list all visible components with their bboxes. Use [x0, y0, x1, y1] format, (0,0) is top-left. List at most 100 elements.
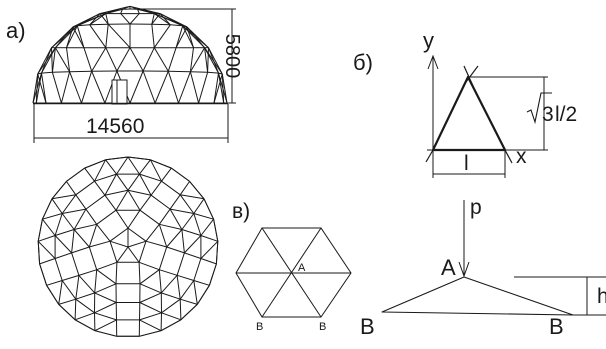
dome-plan-strut: [127, 156, 151, 161]
truss-h-dimension: [514, 276, 606, 316]
dome-plan-strut: [115, 209, 129, 229]
dome-plan-strut: [158, 269, 162, 293]
dome-plan-strut: [170, 208, 194, 214]
dome-elevation-strut: [72, 26, 85, 48]
dome-elevation-strut: [66, 26, 74, 48]
dome-elevation: а) 14560 5800: [6, 5, 243, 143]
dome-plan-strut: [139, 312, 162, 321]
triangle-height-dimension: [468, 76, 548, 151]
dome-plan-strut: [39, 258, 56, 265]
dome-plan-strut: [213, 219, 219, 242]
dome-elevation-strut: [89, 24, 107, 48]
dome-elevation-strut: [83, 47, 93, 72]
dome-plan-strut: [71, 252, 80, 276]
dome-plan-strut: [105, 159, 117, 175]
dome-elevation-strut: [154, 71, 169, 104]
sqrt-sign: [526, 92, 552, 125]
dome-elevation-strut: [120, 9, 123, 14]
dome-elevation-strut: [55, 25, 78, 49]
dome-plan-strut: [54, 213, 63, 236]
dome-plan-strut: [127, 190, 141, 211]
dome-elevation-strut: [51, 72, 62, 104]
dome-elevation-strut: [105, 47, 118, 72]
dome-elevation-strut: [89, 23, 109, 26]
dome-plan-strut: [200, 240, 219, 259]
dome-plan-strut: [41, 198, 53, 220]
dome-plan-strut: [116, 246, 129, 263]
dome-plan-strut: [203, 198, 215, 220]
dome-elevation-strut: [151, 13, 155, 25]
part-v-label: в): [232, 200, 250, 223]
dome-plan-strut: [75, 298, 95, 314]
dome-plan-strut: [94, 302, 117, 314]
dome-plan-strut: [189, 181, 205, 200]
dome-elevation-strut: [142, 70, 156, 104]
dome-elevation-strut: [81, 71, 93, 104]
dome-plan-strut: [139, 319, 162, 332]
dome-plan-strut: [42, 218, 56, 236]
dome-plan-strut: [54, 252, 72, 259]
dome-elevation-strut: [76, 25, 85, 48]
dome-elevation-strut: [60, 71, 71, 104]
x-axis-label: x: [516, 145, 527, 168]
dome-plan-strut: [46, 280, 63, 286]
hexagon-element: в) A B B: [232, 200, 352, 333]
dome-elevation-strut: [204, 47, 223, 75]
truss-apex-label: A: [441, 255, 456, 280]
dome-plan-strut: [139, 292, 162, 303]
dome-plan-strut: [158, 246, 168, 270]
dome-plan-strut: [181, 229, 202, 236]
dome-elevation-strut: [89, 13, 107, 26]
triangle-element: б) y x 3 l/2 l: [353, 28, 577, 178]
dome-plan-strut: [161, 180, 181, 196]
dome-elevation-strut: [175, 25, 184, 48]
dome-plan-strut: [94, 283, 117, 294]
dome-elevation-strut: [35, 73, 39, 104]
triangle-height-sqrt-arg: 3: [542, 103, 554, 126]
dome-elevation-strut: [99, 13, 109, 25]
dome-plan-strut: [39, 263, 48, 286]
dome-plan-strut: [46, 285, 60, 305]
dome-plan-strut: [169, 194, 181, 210]
dome-plan-strut: [75, 194, 87, 210]
dome-plan-strut: [160, 319, 182, 332]
dome-elevation-strut: [189, 47, 194, 72]
dome-elevation-strut: [142, 47, 155, 72]
dome-plan-strut: [88, 224, 98, 248]
dome-elevation-strut: [207, 47, 209, 73]
dome-plan-strut: [74, 312, 95, 321]
dome-elevation-strut: [105, 13, 109, 25]
dome-plan-strut: [161, 298, 181, 314]
dome-plan-strut: [71, 229, 75, 253]
dome-elevation-strut: [208, 47, 223, 75]
dome-elevation-strut: [41, 71, 53, 74]
dome-plan-strut: [85, 194, 106, 210]
dome-plan-strut: [74, 299, 77, 320]
dome-elevation-strut: [105, 24, 109, 48]
dome-plan-strut: [94, 312, 117, 321]
dome-elevation-strut: [170, 24, 183, 27]
dome-elevation-strut: [105, 8, 123, 15]
dome-plan-strut: [193, 280, 210, 286]
dome-elevation-strut: [54, 47, 71, 72]
dome-elevation-strut: [37, 47, 52, 75]
dome-elevation-strut: [153, 47, 169, 72]
dome-plan-strut: [139, 173, 152, 196]
dome-plan-strut: [160, 274, 178, 294]
dome-plan-strut: [88, 246, 98, 270]
dome-elevation-strut: [189, 71, 200, 104]
dome-elevation-mesh: [32, 5, 228, 104]
width-dimension: [33, 104, 229, 143]
part-a-label: а): [6, 18, 26, 43]
dome-plan-strut: [73, 223, 97, 230]
triangle-base-label: l: [464, 152, 469, 175]
dome-elevation-strut: [104, 70, 118, 104]
dome-elevation-strut: [137, 9, 140, 14]
dome-elevation-strut: [154, 13, 188, 28]
dome-elevation-strut: [218, 73, 225, 104]
truss-h-label: h: [597, 285, 606, 308]
dome-plan-strut: [94, 292, 117, 303]
dome-elevation-strut: [178, 71, 191, 104]
dome-plan-strut: [171, 167, 190, 182]
